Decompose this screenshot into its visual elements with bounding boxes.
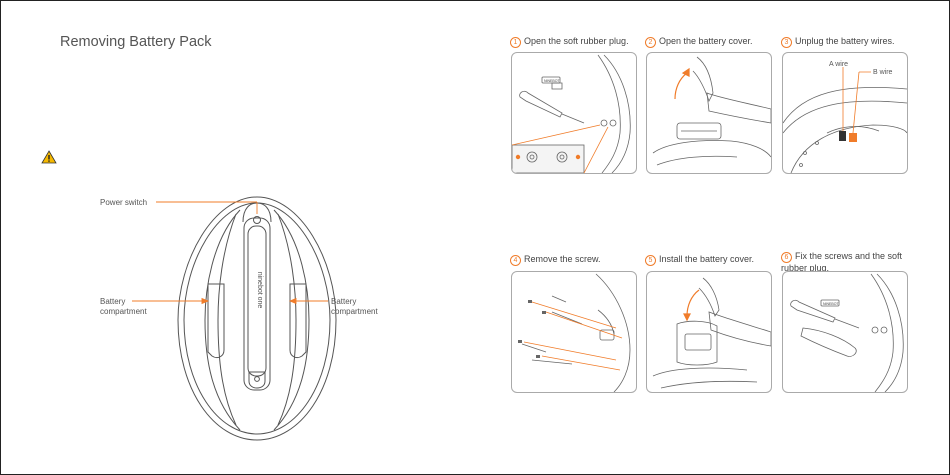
- step-5-illustration: [646, 271, 772, 393]
- step-6-illustration: NINEBOT: [782, 271, 908, 393]
- step-1-illustration: NINEBOT: [511, 52, 637, 174]
- power-switch-label: Power switch: [100, 198, 147, 208]
- step-3-illustration: A wire B wire: [782, 52, 908, 174]
- svg-text:NINEBOT: NINEBOT: [823, 302, 839, 306]
- a-wire-label: A wire: [829, 61, 848, 68]
- step-4-illustration: [511, 271, 637, 393]
- step-2-illustration: [646, 52, 772, 174]
- brand-text: ninebot one: [256, 272, 263, 309]
- b-wire-label: B wire: [873, 69, 893, 76]
- svg-text:NINEBOT: NINEBOT: [544, 79, 560, 83]
